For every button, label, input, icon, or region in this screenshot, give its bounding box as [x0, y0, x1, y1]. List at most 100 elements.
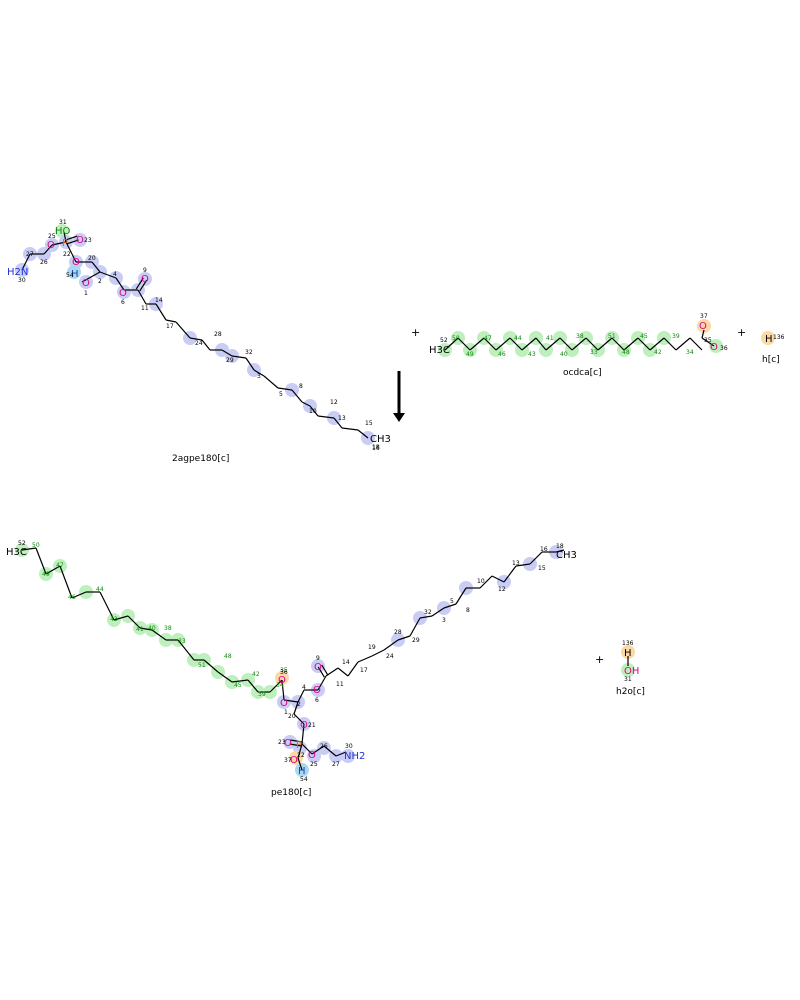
atom-number: 26: [40, 259, 48, 266]
atom-number: 10: [309, 408, 317, 415]
bond: [289, 743, 302, 747]
atom-number: 37: [284, 757, 292, 764]
bond: [585, 337, 599, 351]
atom-number: 17: [166, 323, 174, 330]
down-arrow: [393, 371, 405, 422]
bond: [469, 337, 485, 351]
compound-label-2agpe180: 2agpe180[c]: [172, 454, 229, 464]
atom-number: 27: [26, 251, 34, 258]
atom-number: 35: [280, 667, 288, 674]
bond: [91, 261, 101, 273]
bond: [309, 405, 319, 417]
atom-number: 54: [300, 776, 308, 783]
atom-number: 20: [288, 713, 296, 720]
atom-number: 3: [257, 373, 261, 380]
atom-number: 19: [368, 644, 376, 651]
atom-label: O: [300, 720, 308, 731]
atom-number: 31: [624, 676, 632, 683]
atom-number: 2: [297, 701, 301, 708]
bond: [155, 303, 167, 321]
atom-label: O: [76, 235, 84, 246]
atom-highlight: [697, 319, 711, 333]
atom-number: 42: [252, 671, 260, 678]
bond: [597, 337, 613, 351]
atom-number: 48: [622, 349, 630, 356]
bond: [311, 745, 325, 755]
bond: [203, 659, 219, 673]
atom-highlight: [761, 331, 775, 345]
bond: [99, 271, 117, 279]
bond: [297, 689, 305, 703]
bond: [81, 271, 101, 283]
atom-number: 11: [336, 681, 344, 688]
atom-number: 12: [498, 586, 506, 593]
bond: [63, 231, 67, 243]
bond: [301, 743, 313, 755]
bond: [689, 337, 703, 351]
atom-number: 40: [148, 625, 156, 632]
bond: [623, 337, 639, 351]
bond: [281, 679, 285, 701]
atom-number: 15: [365, 420, 373, 427]
atom-number: 22: [297, 752, 305, 759]
atom-highlight: [275, 671, 289, 685]
atom-label: H2N: [7, 267, 28, 278]
atom-number: 29: [226, 357, 234, 364]
atom-number: 15: [538, 565, 546, 572]
bond: [269, 679, 283, 693]
atom-highlight: [277, 695, 291, 709]
atom-number: 136: [773, 334, 785, 341]
bond: [341, 427, 359, 431]
atom-number: 13: [512, 560, 520, 567]
atom-number: 51: [198, 662, 206, 669]
bond: [51, 241, 67, 246]
atom-label: O: [699, 321, 707, 332]
bond: [21, 547, 37, 551]
bond: [221, 349, 233, 357]
atom-number: 45: [640, 333, 648, 340]
atom-number: 43: [110, 616, 118, 623]
bond: [45, 565, 61, 575]
atom-label: H3C: [429, 345, 450, 356]
bond: [383, 639, 399, 651]
atom-number: 29: [412, 637, 420, 644]
bond: [545, 337, 561, 351]
atom-highlight: [67, 265, 81, 279]
atom-number: 4: [302, 684, 306, 691]
bond: [444, 337, 459, 351]
atom-number: 2: [98, 278, 102, 285]
atom-label: CH3: [370, 434, 391, 445]
bond: [283, 699, 299, 703]
atom-number: 4: [113, 271, 117, 278]
atom-label: O: [47, 240, 55, 251]
bond: [515, 563, 531, 567]
atom-number: 1: [84, 290, 88, 297]
atom-number: 3: [442, 617, 446, 624]
bond: [135, 277, 144, 290]
atom-number: 18: [372, 444, 380, 451]
atom-number: 33: [590, 349, 598, 356]
compound-label-pe180: pe180[c]: [271, 788, 311, 798]
bond: [66, 239, 79, 245]
atom-number: 38: [164, 625, 172, 632]
bond: [301, 401, 311, 407]
atom-number: 28: [214, 331, 222, 338]
atom-highlight: [311, 659, 325, 673]
atom-number: 34: [276, 682, 284, 689]
bond: [113, 615, 129, 621]
bond: [663, 337, 677, 351]
bond: [151, 629, 167, 641]
atom-number: 47: [56, 562, 64, 569]
atom-number: 11: [141, 305, 149, 312]
atom-number: 9: [316, 655, 320, 662]
atom-number: 52: [440, 337, 448, 344]
atom-number: 49: [466, 351, 474, 358]
atom-number: 26: [320, 743, 328, 750]
bond: [495, 337, 511, 351]
atom-number: 30: [18, 277, 26, 284]
bond: [139, 627, 153, 631]
atom-number: 6: [315, 697, 319, 704]
atom-label: O: [284, 738, 292, 749]
atom-number: 42: [654, 349, 662, 356]
